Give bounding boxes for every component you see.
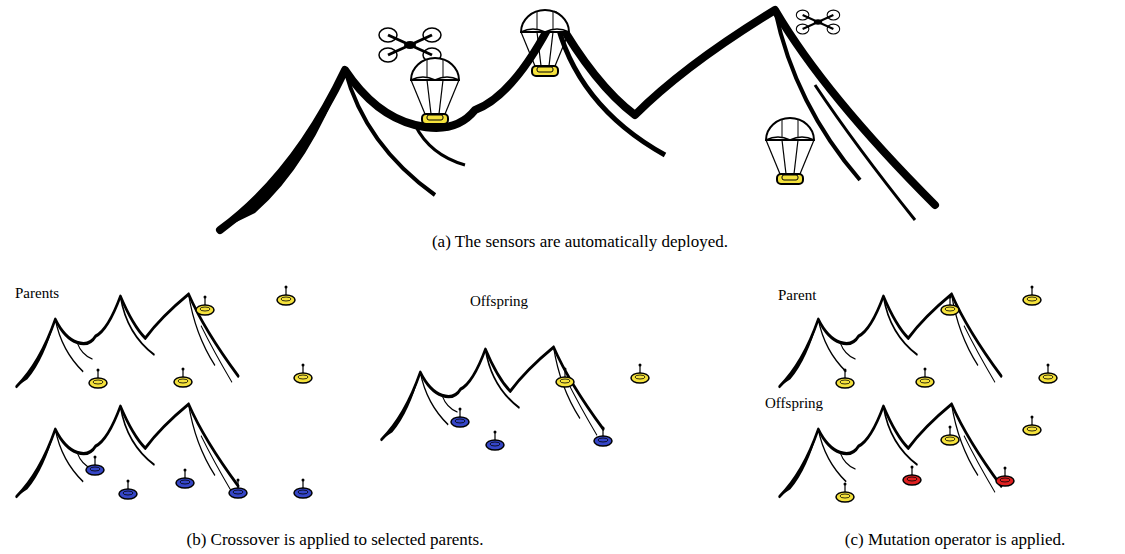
mountain-range [382,347,604,439]
group-label: Parent [778,287,816,304]
mountain-range [780,404,1002,496]
parachute-sensor [521,10,569,76]
mountain-range [220,10,935,230]
sensor [836,286,1057,503]
drone [796,10,839,34]
mountain-range [17,294,239,386]
drone [379,28,441,62]
caption: (b) Crossover is applied to selected par… [187,530,484,550]
caption: (c) Mutation operator is applied. [845,530,1065,550]
group-label: Offspring [470,293,528,310]
parachute-sensor [766,118,814,184]
group-label: Parents [15,285,59,302]
mountain-range [780,294,1002,386]
sensor [86,286,312,500]
mountain-range [17,404,239,496]
group-label: Offspring [765,395,823,412]
sensor [451,364,649,451]
parachute-sensor [411,58,459,124]
caption: (a) The sensors are automatically deploy… [432,232,728,252]
